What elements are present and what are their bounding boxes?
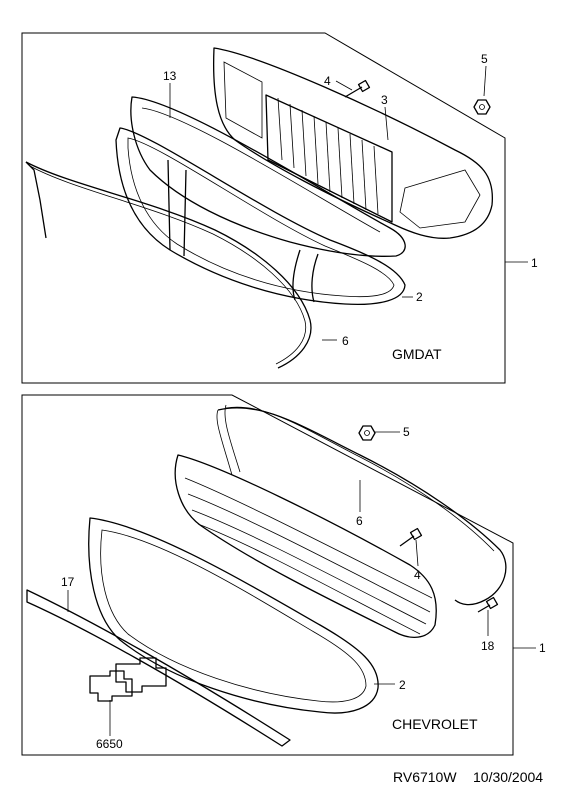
part-lower-strip [26, 589, 291, 747]
brand-label: GMDAT [392, 346, 442, 362]
part-nut-bottom [358, 425, 376, 441]
callout-18: 18 [481, 639, 495, 653]
callout-17: 17 [61, 575, 75, 589]
part-outer-frame [115, 127, 406, 306]
panel-frame [21, 394, 514, 756]
part-nut-top [473, 99, 491, 115]
callout-5: 5 [481, 52, 488, 66]
drawing-date: 10/30/2004 [473, 769, 543, 785]
callout-1: 1 [539, 641, 546, 655]
callout-6: 6 [342, 334, 349, 348]
callout-6650: 6650 [96, 737, 123, 751]
part-emblem-small [89, 670, 133, 702]
callout-2: 2 [399, 678, 406, 692]
callout-3: 3 [381, 93, 388, 107]
part-screw-18 [477, 596, 499, 613]
panel-gmdat: 13 4 5 3 1 2 6 GMDAT [21, 32, 538, 384]
panel-chevrolet: 5 6 4 17 18 1 2 6650 CHEVROLET [21, 394, 546, 756]
part-trim-strip [25, 161, 312, 369]
part-emblem-large [115, 657, 167, 693]
part-trim-strip [217, 407, 507, 606]
part-grille-gmdat [213, 47, 493, 239]
callout-1: 1 [531, 256, 538, 270]
callout-13: 13 [163, 69, 177, 83]
drawing-code: RV6710W [393, 769, 457, 785]
part-upper-trim [130, 96, 406, 257]
callout-5: 5 [403, 425, 410, 439]
panel-frame [21, 32, 506, 384]
callout-6: 6 [356, 514, 363, 528]
brand-label: CHEVROLET [392, 716, 478, 732]
callout-4: 4 [414, 568, 421, 582]
callout-4: 4 [324, 74, 331, 88]
part-bolt-bottom [399, 527, 423, 547]
part-bolt-top [344, 79, 371, 98]
callout-2: 2 [416, 290, 423, 304]
